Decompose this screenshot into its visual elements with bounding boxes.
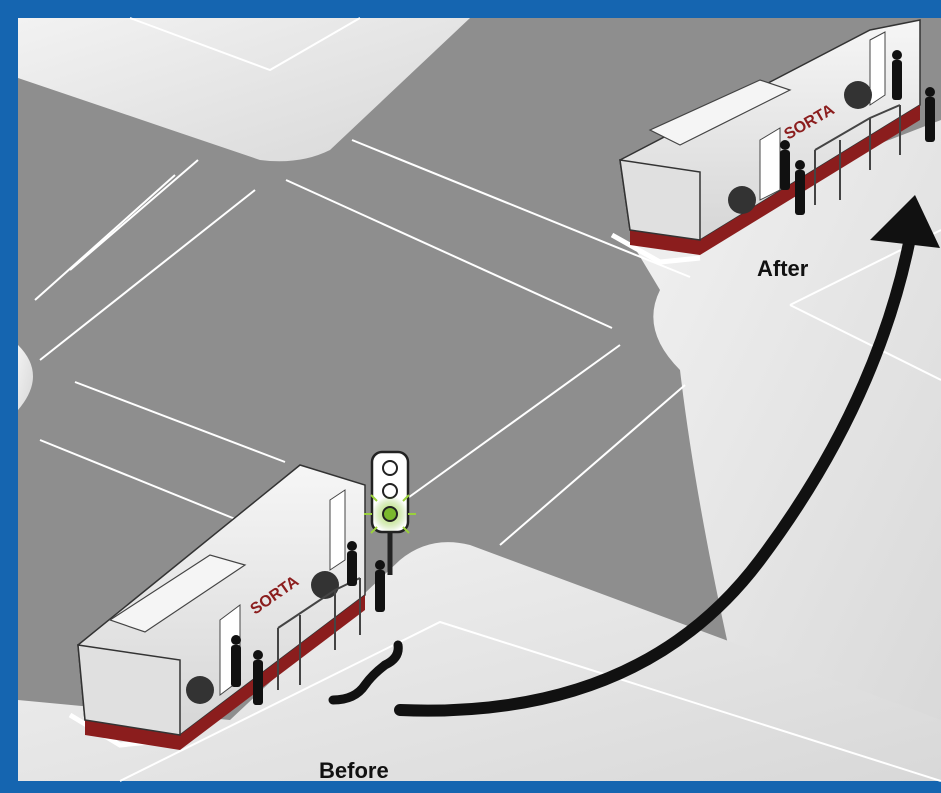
signal-lamp-green	[383, 507, 397, 521]
after-label: After	[757, 256, 808, 282]
signal-lamp-yellow	[383, 484, 397, 498]
before-label: Before	[319, 758, 389, 784]
signal-lamp-red	[383, 461, 397, 475]
